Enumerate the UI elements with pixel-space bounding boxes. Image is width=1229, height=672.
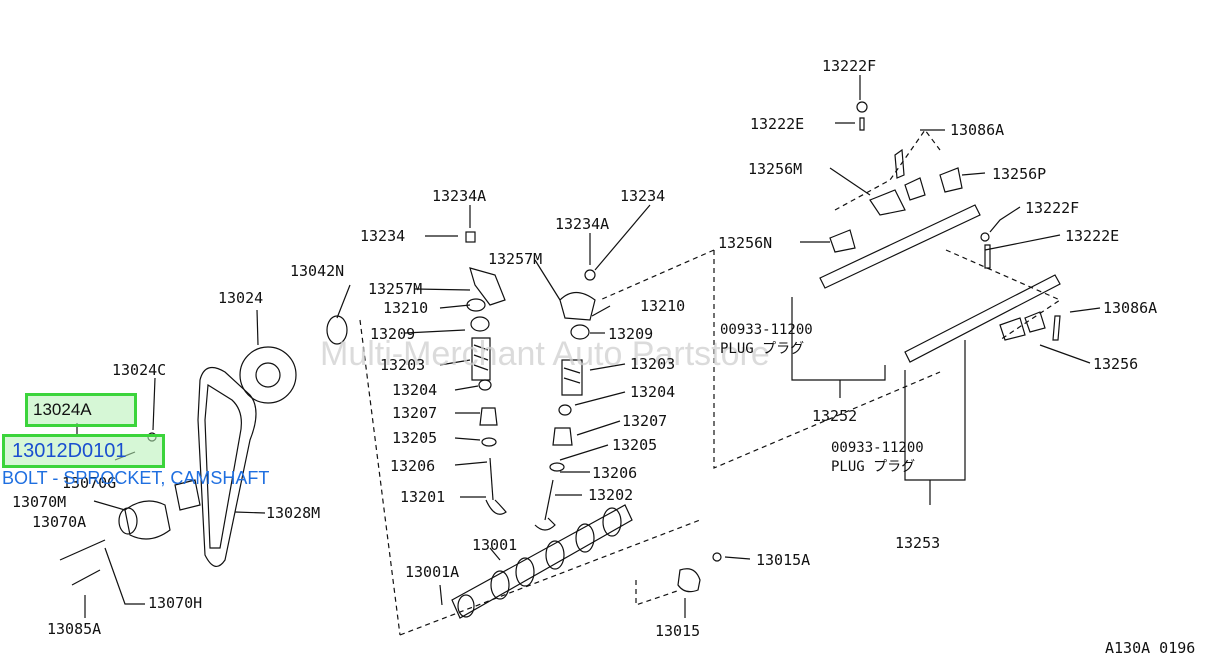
- part-label[interactable]: 13207: [392, 404, 437, 422]
- part-label[interactable]: 13234: [360, 227, 405, 245]
- part-label[interactable]: 13086A: [950, 121, 1004, 139]
- part-label[interactable]: 13070M: [12, 493, 66, 511]
- part-label[interactable]: 13024C: [112, 361, 166, 379]
- part-label[interactable]: 13256: [1093, 355, 1138, 373]
- part-label[interactable]: 13085A: [47, 620, 101, 638]
- figure-reference: A130A 0196: [1105, 639, 1196, 657]
- part-label[interactable]: 13256M: [748, 160, 802, 178]
- part-label[interactable]: 13234A: [555, 215, 609, 233]
- part-label[interactable]: 13206: [390, 457, 435, 475]
- part-label[interactable]: 13001A: [405, 563, 459, 581]
- plug-part-name: PLUG プラグ: [720, 341, 804, 357]
- part-label[interactable]: 13252: [812, 407, 857, 425]
- part-label[interactable]: 13202: [588, 486, 633, 504]
- part-label[interactable]: 13070A: [32, 513, 86, 531]
- plug-part-number[interactable]: 00933-11200: [831, 440, 924, 456]
- part-label[interactable]: 13222F: [822, 57, 876, 75]
- part-label[interactable]: 13207: [622, 412, 667, 430]
- part-label[interactable]: 13205: [392, 429, 437, 447]
- selected-part-label[interactable]: 13024A: [25, 393, 137, 427]
- part-label[interactable]: 13070G: [62, 474, 116, 492]
- part-label[interactable]: 13015: [655, 622, 700, 640]
- part-description-link[interactable]: BOLT - SPROCKET, CAMSHAFT: [2, 468, 270, 488]
- part-label[interactable]: 13257M: [368, 280, 422, 298]
- part-label[interactable]: 13001: [472, 536, 517, 554]
- part-label[interactable]: 13042N: [290, 262, 344, 280]
- part-label[interactable]: 13222E: [1065, 227, 1119, 245]
- part-label[interactable]: 13222E: [750, 115, 804, 133]
- part-label[interactable]: 13256N: [718, 234, 772, 252]
- part-label[interactable]: 13204: [392, 381, 437, 399]
- hover-part-label[interactable]: 13012D0101: [2, 434, 165, 468]
- plug-part-number[interactable]: 00933-11200: [720, 322, 813, 338]
- part-label[interactable]: 13070H: [148, 594, 202, 612]
- part-label[interactable]: 13234A: [432, 187, 486, 205]
- part-label[interactable]: 13209: [608, 325, 653, 343]
- part-label[interactable]: 13086A: [1103, 299, 1157, 317]
- part-label[interactable]: 13203: [630, 355, 675, 373]
- part-label[interactable]: 13234: [620, 187, 665, 205]
- part-label[interactable]: 13204: [630, 383, 675, 401]
- plug-part-name: PLUG プラグ: [831, 459, 915, 475]
- part-label[interactable]: 13201: [400, 488, 445, 506]
- part-label[interactable]: 13210: [383, 299, 428, 317]
- part-label[interactable]: 13024: [218, 289, 263, 307]
- part-label[interactable]: 13257M: [488, 250, 542, 268]
- watermark-text: Multi-Merchant Auto Partstore: [320, 335, 770, 373]
- part-label[interactable]: 13256P: [992, 165, 1046, 183]
- part-label[interactable]: 13206: [592, 464, 637, 482]
- part-label[interactable]: 13210: [640, 297, 685, 315]
- part-label[interactable]: 13222F: [1025, 199, 1079, 217]
- part-label[interactable]: 13205: [612, 436, 657, 454]
- part-label[interactable]: 13253: [895, 534, 940, 552]
- part-label[interactable]: 13015A: [756, 551, 810, 569]
- part-label[interactable]: 13028M: [266, 504, 320, 522]
- part-label[interactable]: 13203: [380, 356, 425, 374]
- part-label[interactable]: 13209: [370, 325, 415, 343]
